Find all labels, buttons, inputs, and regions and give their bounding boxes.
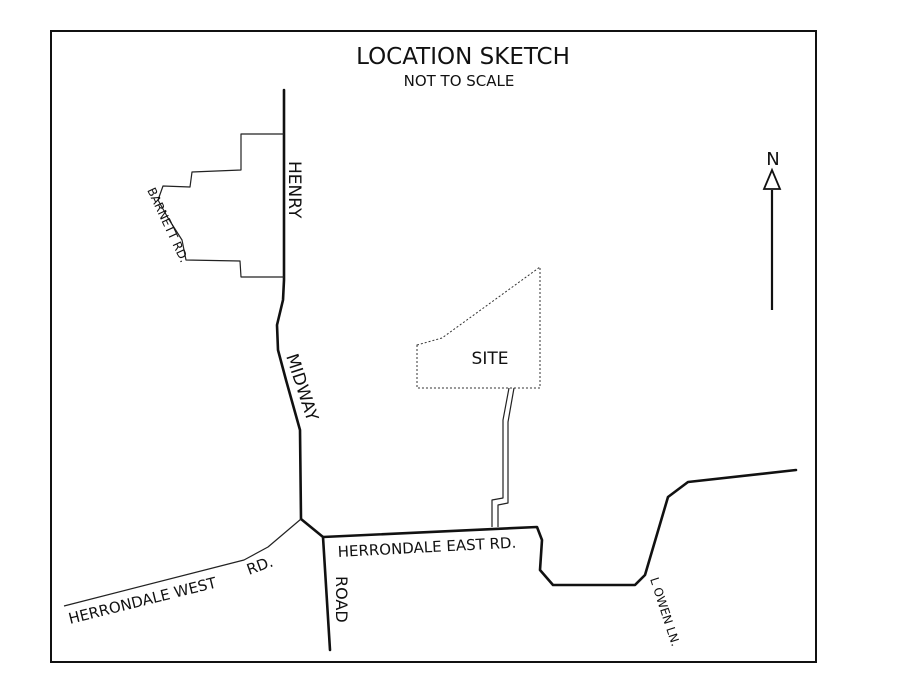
site-boundary	[416, 266, 541, 389]
barnett-road-line	[157, 133, 284, 278]
herrondale-west-road-label: HERRONDALE WEST	[67, 573, 219, 627]
map-subtitle: NOT TO SCALE	[404, 72, 515, 90]
owen-lane-label: L OWEN LN.	[647, 576, 682, 648]
barnett-road-label: BARNETT RD.	[144, 185, 191, 264]
north-label: N	[766, 149, 779, 170]
herrondale-east-road-label: HERRONDALE EAST RD.	[337, 534, 516, 561]
road-label: ROAD	[332, 576, 351, 623]
map-frame	[50, 30, 817, 663]
herrondale-west-road-line	[63, 518, 302, 607]
henry-midway-road-line	[275, 88, 332, 652]
north-arrow-icon	[762, 167, 782, 310]
site-access-drive-edge	[497, 387, 515, 527]
herrondale-west-rd-label: RD.	[244, 553, 275, 579]
map-title: LOCATION SKETCH	[356, 44, 570, 70]
site-label: SITE	[472, 349, 509, 369]
herrondale-east-road-line	[321, 468, 798, 587]
site-access-drive	[491, 387, 510, 527]
henry-road-label: HENRY	[284, 161, 304, 219]
